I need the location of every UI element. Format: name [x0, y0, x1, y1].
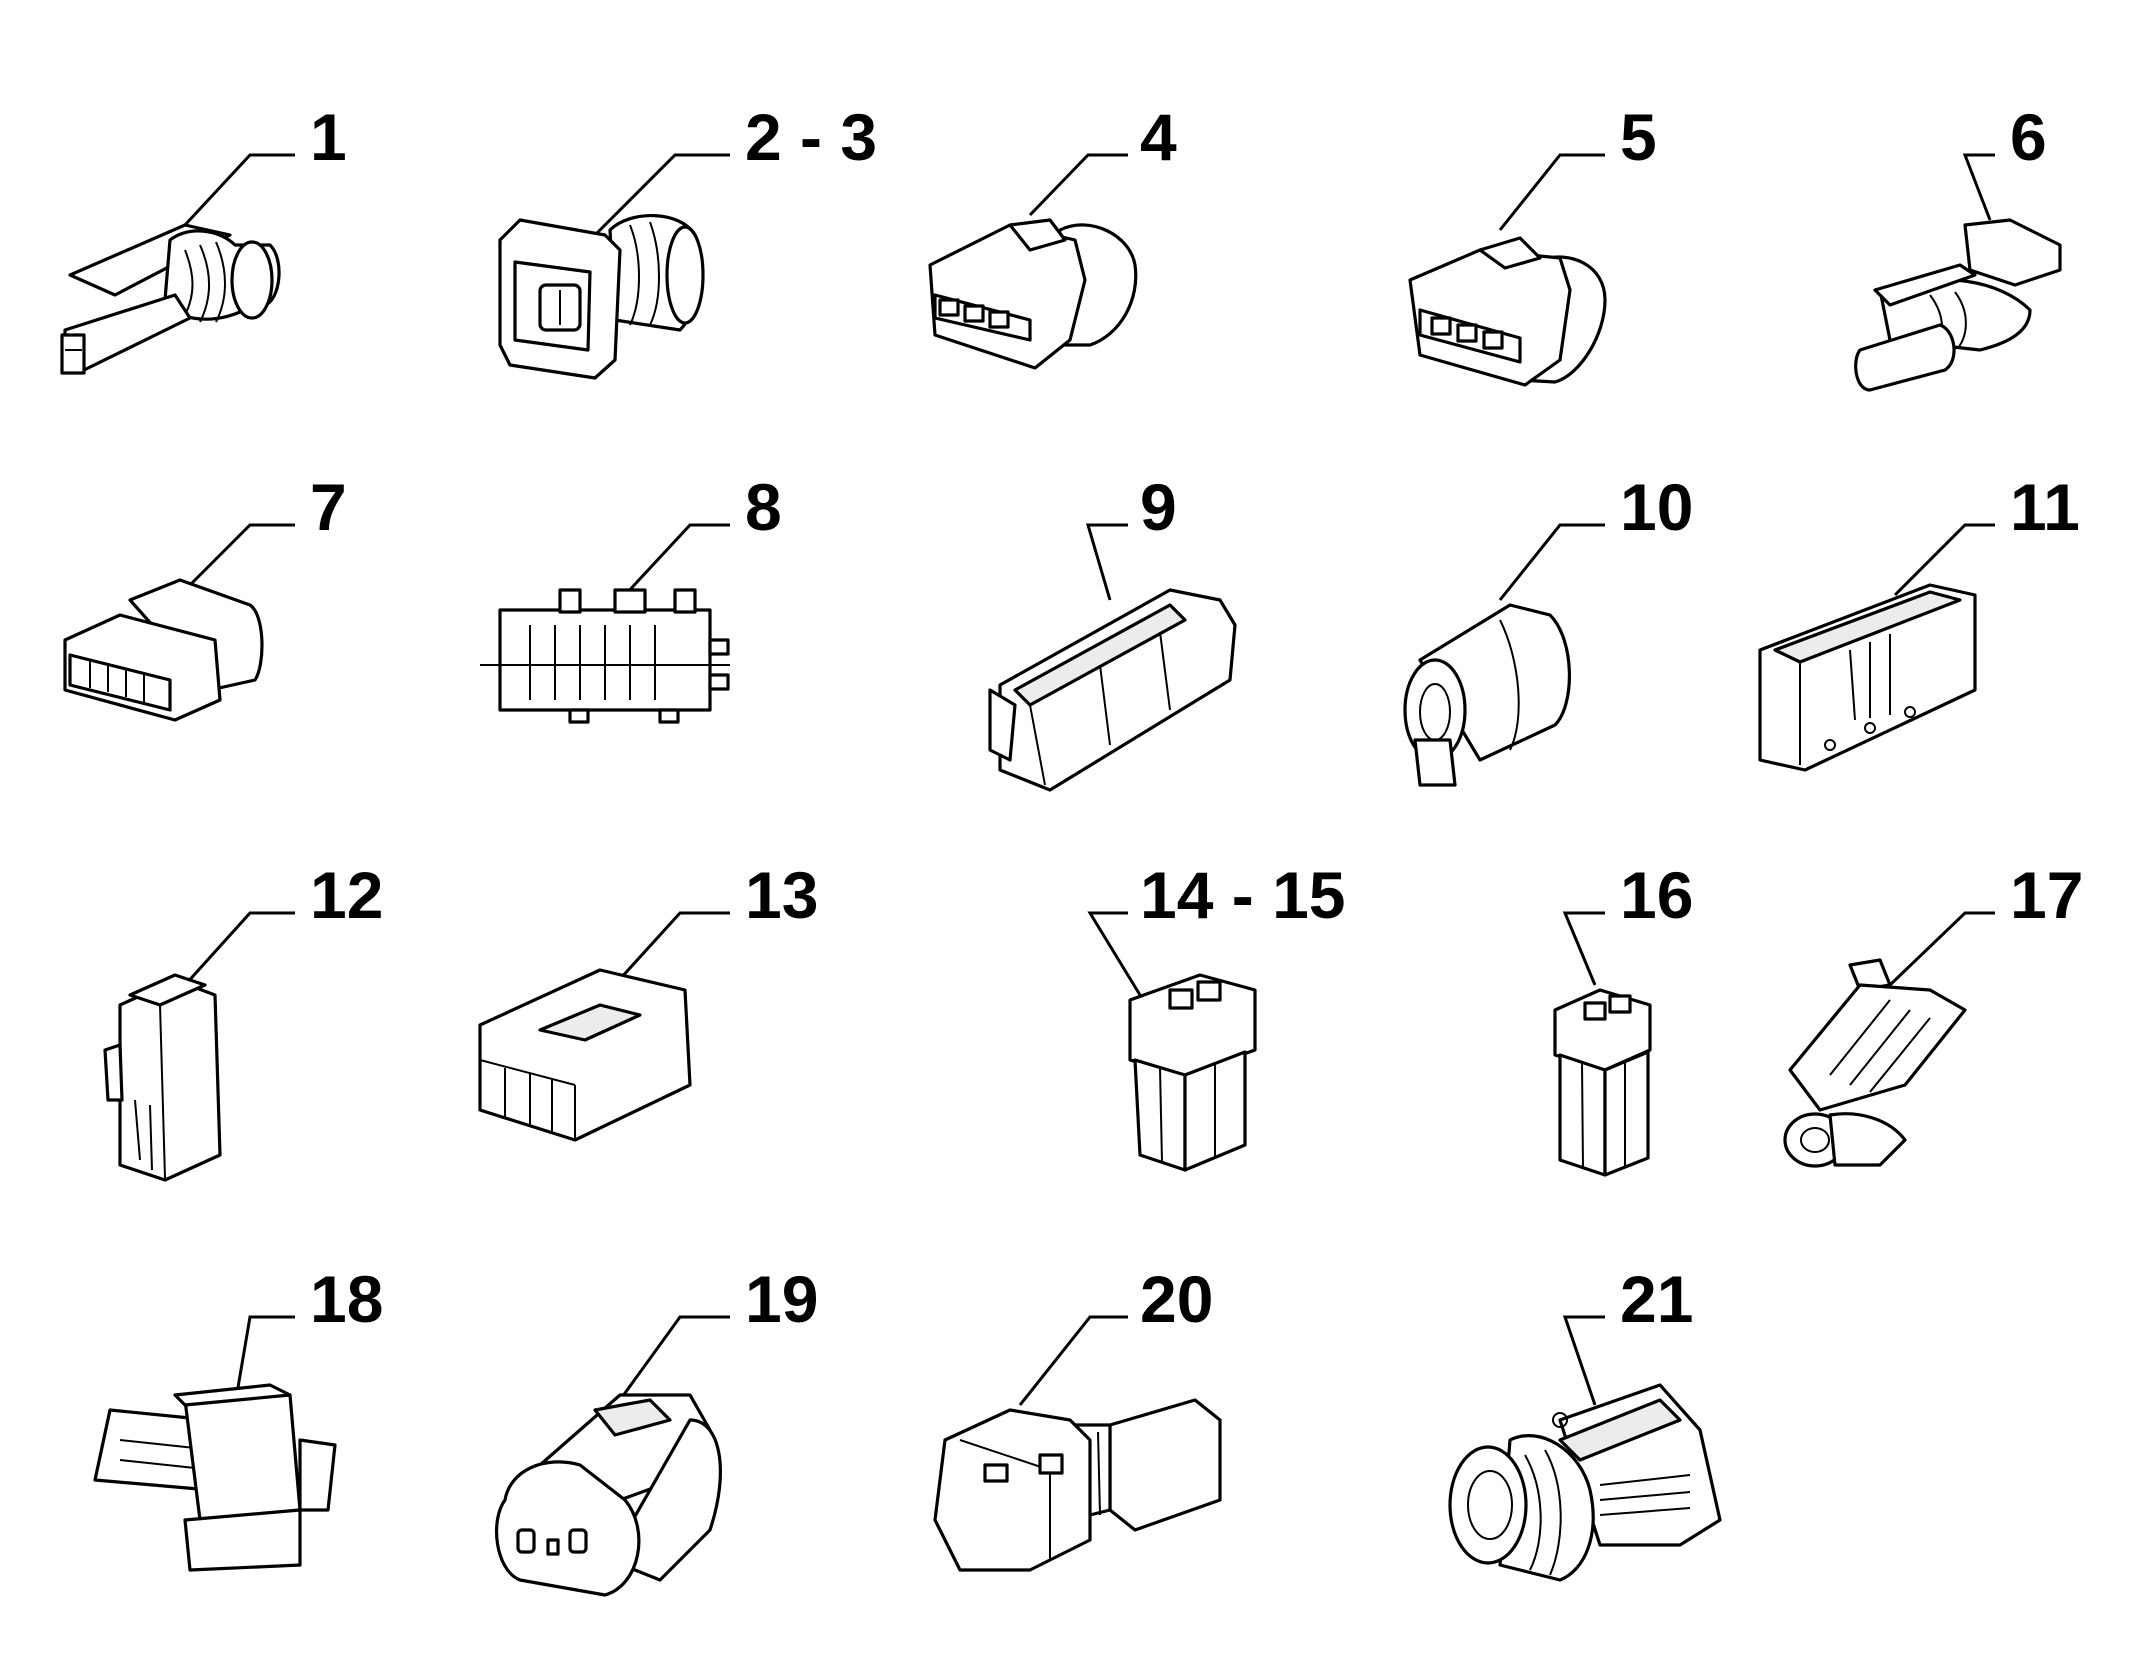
two-pin-oval-connector-icon	[494, 1393, 722, 1597]
three-pin-latched-connector-icon	[1408, 236, 1607, 387]
part-8: 8	[480, 470, 782, 724]
leader-line	[623, 523, 730, 597]
part-1: 1	[60, 100, 347, 375]
part-12: 12	[103, 858, 383, 1182]
part-14-15: 14 - 15	[1087, 858, 1345, 1172]
part-20: 20	[933, 1262, 1222, 1572]
leader-line	[1085, 523, 1128, 601]
five-pin-connector-icon	[63, 578, 264, 722]
leader-line	[588, 153, 730, 242]
leader-line	[1962, 153, 1995, 221]
two-pin-slim-housing-icon	[1553, 988, 1652, 1177]
part-18: 18	[93, 1262, 383, 1572]
cross-shaped-connector-icon	[93, 1383, 337, 1572]
part-16: 16	[1553, 858, 1693, 1177]
part-label: 7	[310, 470, 347, 544]
part-13: 13	[478, 858, 818, 1142]
part-4: 4	[928, 100, 1177, 370]
part-label: 16	[1620, 858, 1693, 932]
part-label: 20	[1140, 1262, 1213, 1336]
part-label: 18	[310, 1262, 383, 1336]
leader-line	[1028, 153, 1128, 217]
part-label: 4	[1140, 100, 1177, 174]
multi-pin-strip-connector-icon	[1758, 583, 1977, 772]
part-label: 9	[1140, 470, 1177, 544]
leader-line	[233, 1315, 295, 1406]
leader-line	[1562, 1315, 1605, 1406]
part-19: 19	[494, 1262, 818, 1597]
leader-line	[183, 911, 295, 987]
leader-line	[1562, 911, 1605, 986]
two-pin-square-housing-icon	[1128, 973, 1257, 1172]
leader-line	[183, 523, 295, 592]
part-label: 10	[1620, 470, 1693, 544]
part-5: 5	[1408, 100, 1657, 387]
leader-line	[1498, 153, 1605, 231]
part-9: 9	[988, 470, 1237, 792]
part-label: 6	[2010, 100, 2047, 174]
part-10: 10	[1403, 470, 1693, 787]
part-label: 12	[310, 858, 383, 932]
round-bayonet-connector-icon	[1448, 1383, 1722, 1582]
part-6: 6	[1854, 100, 2062, 392]
leader-line	[608, 911, 730, 992]
flat-sealed-connector-icon	[1854, 218, 2062, 392]
part-21: 21	[1448, 1262, 1722, 1582]
single-pin-sealed-connector-icon	[60, 223, 281, 375]
part-label: 14 - 15	[1140, 858, 1345, 932]
part-label: 2 - 3	[745, 100, 877, 174]
part-label: 1	[310, 100, 347, 174]
part-label: 17	[2010, 858, 2083, 932]
three-pin-latched-connector-icon	[928, 218, 1138, 370]
multi-row-ecu-connector-icon	[988, 588, 1237, 792]
part-label: 11	[2010, 470, 2080, 544]
part-label: 19	[745, 1262, 818, 1336]
four-pin-flat-connector-icon	[478, 968, 692, 1142]
part-label: 5	[1620, 100, 1657, 174]
leader-line	[1498, 523, 1605, 601]
part-7: 7	[63, 470, 347, 722]
single-pin-sealed-connector-icon	[1783, 958, 1967, 1168]
multi-pin-block-connector-icon	[480, 588, 730, 724]
part-11: 11	[1758, 470, 2080, 772]
part-label: 21	[1620, 1262, 1693, 1336]
leader-line	[1018, 1315, 1128, 1406]
leader-line	[1893, 523, 1995, 597]
part-label: 8	[745, 470, 782, 544]
leader-line	[1087, 911, 1142, 996]
inline-rectangular-connector-icon	[933, 1398, 1222, 1572]
leader-line	[1888, 911, 1995, 987]
round-sealed-connector-icon	[1403, 603, 1571, 787]
leader-line	[183, 153, 295, 227]
tall-latched-connector-icon	[103, 973, 222, 1182]
leader-line	[618, 1315, 730, 1401]
part-17: 17	[1783, 858, 2083, 1168]
part-2-3: 2 - 3	[498, 100, 877, 380]
part-label: 13	[745, 858, 818, 932]
two-pin-connector-with-boot-icon	[498, 213, 705, 380]
